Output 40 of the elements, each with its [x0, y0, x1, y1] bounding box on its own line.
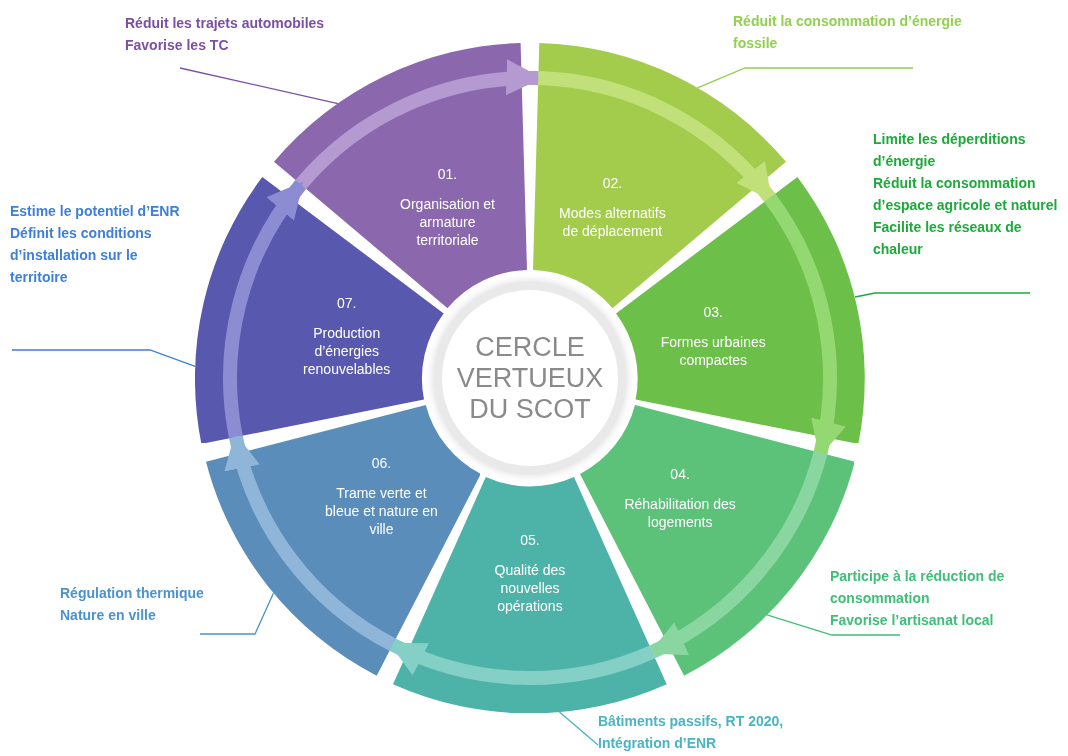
step-label: Organisation et armature territoriale: [399, 194, 496, 249]
step-label: Qualité des nouvelles opérations: [493, 561, 567, 615]
step-number: 02.: [601, 173, 624, 192]
step-number: 03.: [702, 303, 724, 322]
cycle-arrow: [537, 71, 775, 203]
cycle-arrow: [388, 638, 655, 685]
annotation-text: Régulation thermique: [60, 584, 205, 603]
leader-line: [854, 292, 1031, 298]
step-label: Formes urbaines compactes: [659, 333, 767, 370]
cycle-arrow: [648, 450, 828, 658]
leader-line: [199, 592, 275, 635]
leader-line: [766, 614, 901, 636]
leader-line: [11, 349, 196, 367]
annotation-text: Réduit les trajets automobiles: [125, 14, 326, 33]
annotation-text: Réduit la consommation d’énergie fossile: [733, 12, 963, 53]
step-number: 04.: [669, 464, 691, 483]
annotation-text: Facilite les réseaux de chaleur: [873, 218, 1023, 259]
annotation-text: Bâtiments passifs, RT 2020, Intégration d’ENR: [598, 712, 785, 753]
step-label: Production d’énergies renouvelables: [302, 324, 392, 379]
step-number: 01.: [436, 164, 459, 183]
leader-line: [179, 67, 339, 105]
annotation-text: Nature en ville: [60, 606, 157, 625]
annotation-text: Estime le potentiel d’ENR: [10, 202, 181, 221]
cycle-arrow: [226, 432, 396, 651]
annotation-text: Participe à la réduction de consommation: [830, 567, 1006, 608]
step-number: 07.: [335, 294, 358, 313]
step-number: 05.: [519, 531, 541, 549]
annotation-text: Réduit la consommation d’espace agricole et naturel: [873, 174, 1059, 215]
annotation-text: Favorise les TC: [125, 36, 230, 55]
step-label: Modes alternatifs de déplacement: [558, 203, 667, 240]
annotation-text: Limite les déperditions d’énergie: [873, 130, 1027, 171]
leader-line: [558, 711, 599, 746]
annotation-text: Favorise l’artisanat local: [830, 611, 995, 630]
annotation-text: Définit les conditions d’installation sur le territoire: [10, 224, 153, 287]
step-label: Trame verte et bleue et nature en ville: [324, 484, 439, 539]
leader-line: [696, 67, 914, 89]
cycle-arrow: [763, 193, 845, 457]
step-number: 06.: [370, 454, 393, 473]
step-label: Réhabilitation des logements: [623, 494, 737, 531]
cycle-arrow: [223, 180, 307, 438]
